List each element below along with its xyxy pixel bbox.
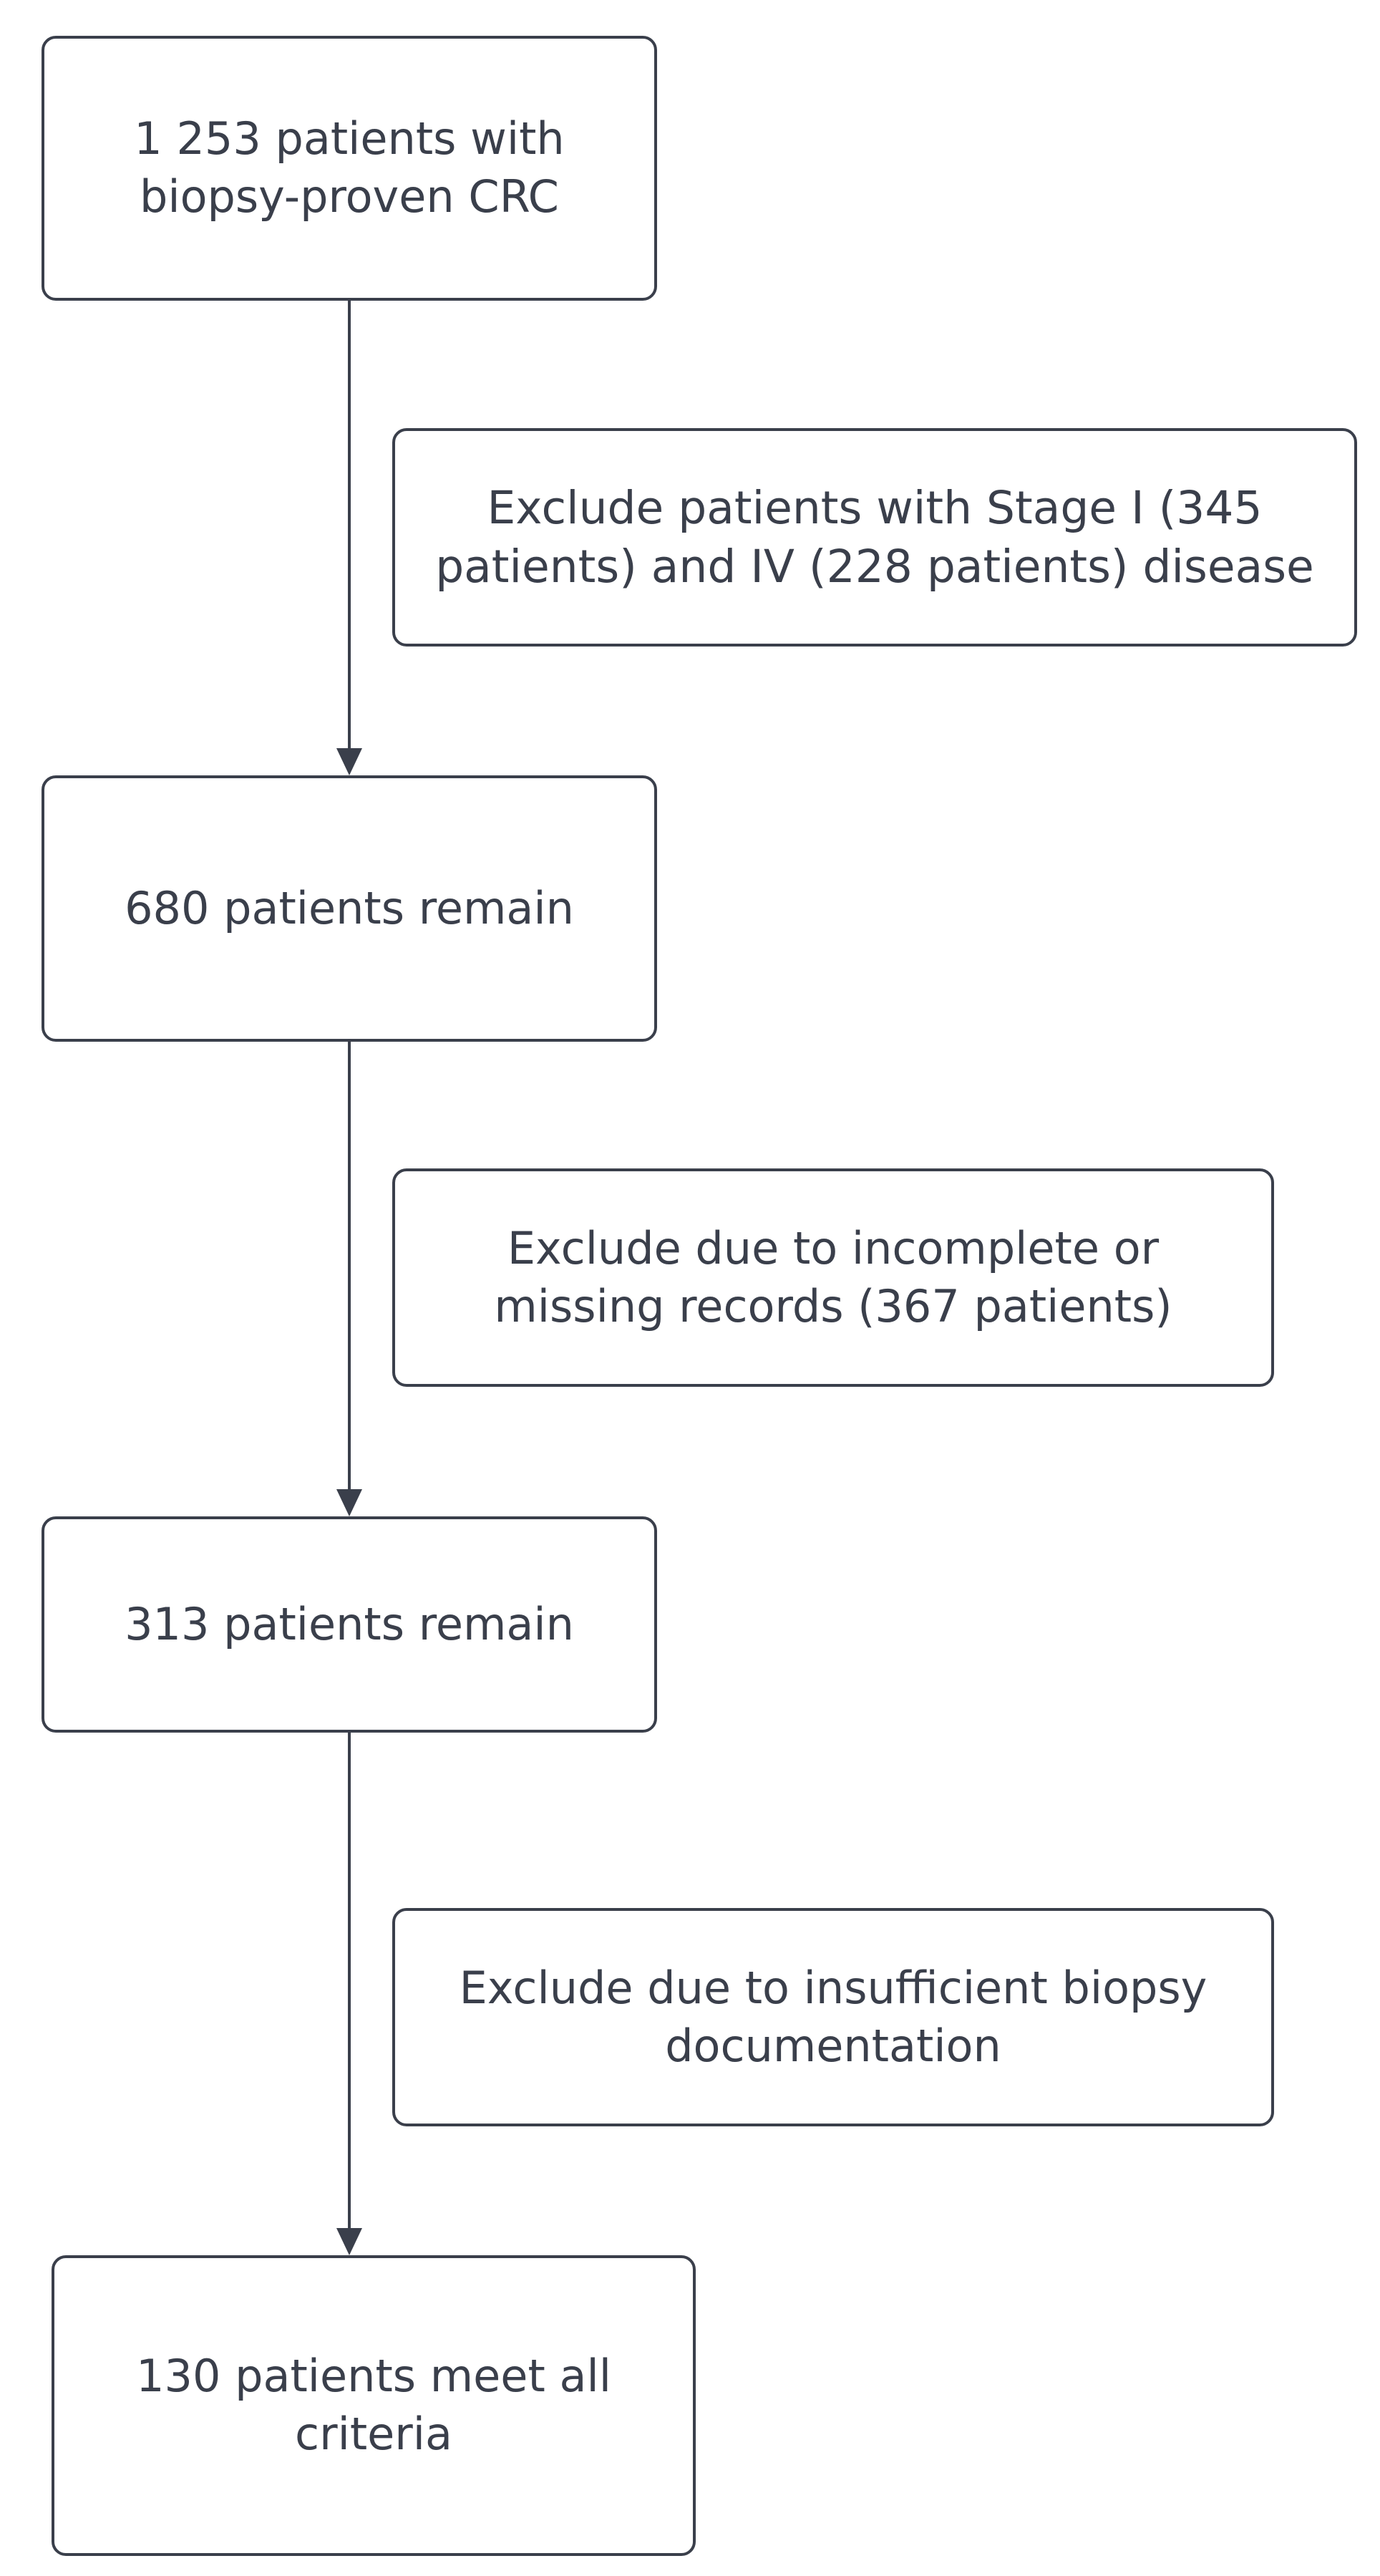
step-text-680-remain: 680 patients remain: [125, 881, 574, 934]
exclusion-text-stage: Exclude patients with Stage I (345 patie…: [435, 481, 1314, 593]
step-text-final-cohort: 130 patients meet all criteria: [136, 2350, 611, 2460]
exclusion-box-stage: Exclude patients with Stage I (345 patie…: [392, 428, 1357, 647]
step-text-313-remain: 313 patients remain: [125, 1597, 574, 1650]
step-box-final-cohort: 130 patients meet all criteria: [52, 2255, 696, 2556]
arrowhead-1: [336, 748, 362, 775]
step-box-680-remain: 680 patients remain: [42, 775, 657, 1042]
step-box-313-remain: 313 patients remain: [42, 1516, 657, 1733]
exclusion-text-biopsy-documentation: Exclude due to insufficient biopsy docum…: [459, 1961, 1208, 2072]
arrowhead-3: [336, 2228, 362, 2255]
step-text-initial-cohort: 1 253 patients with biopsy-proven CRC: [134, 112, 565, 223]
exclusion-box-missing-records: Exclude due to incomplete or missing rec…: [392, 1168, 1274, 1387]
arrowhead-2: [336, 1489, 362, 1516]
step-box-initial-cohort: 1 253 patients with biopsy-proven CRC: [42, 36, 657, 301]
exclusion-text-missing-records: Exclude due to incomplete or missing rec…: [494, 1221, 1172, 1332]
exclusion-box-biopsy-documentation: Exclude due to insufficient biopsy docum…: [392, 1908, 1274, 2126]
